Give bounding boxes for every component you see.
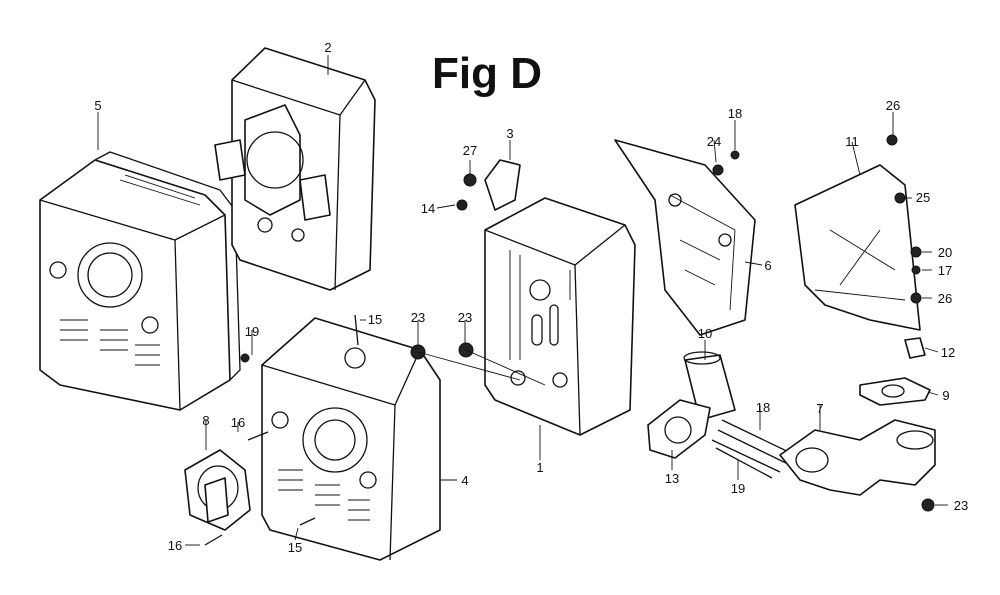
callout-1: 1: [536, 460, 543, 475]
heat-shield-part-6: [614, 139, 756, 336]
callout-17: 17: [938, 263, 952, 278]
callout-8: 8: [202, 413, 209, 428]
callout-18: 18: [756, 400, 770, 415]
callout-6: 6: [764, 258, 771, 273]
gasket-part-9: [859, 377, 931, 406]
fasteners: [204, 314, 474, 546]
callout-19: 19: [731, 481, 745, 496]
bracket-part-3: [456, 159, 521, 211]
callout-15-bottom: 15: [288, 540, 302, 555]
callout-13: 13: [665, 471, 679, 486]
callout-25: 25: [916, 190, 930, 205]
callout-14: 14: [421, 201, 435, 216]
muffler-part-1: [484, 197, 636, 436]
callout-23-middle: 23: [458, 310, 472, 325]
callout-15-top: 15: [368, 312, 382, 327]
gasket-part-13: [647, 399, 711, 459]
exhaust-pipe-part-7: [779, 419, 936, 512]
callout-22: 20: [938, 245, 952, 260]
leader-lines: [97, 55, 948, 546]
spark-arrester-screen-part-10: [683, 351, 736, 421]
callout-21: 19: [245, 324, 259, 339]
callout-23-left: 23: [411, 310, 425, 325]
callout-16-top: 16: [231, 415, 245, 430]
figure-title: Fig D: [432, 49, 542, 98]
callout-26-bottom: 26: [938, 291, 952, 306]
callout-10: 10: [698, 326, 712, 341]
callout-9: 9: [942, 388, 949, 403]
callout-5: 5: [94, 98, 101, 113]
callout-23-right: 23: [954, 498, 968, 513]
callout-12: 12: [941, 345, 955, 360]
callout-2: 2: [324, 40, 331, 55]
callout-24: 24: [707, 134, 721, 149]
callout-4: 4: [461, 473, 468, 488]
callout-3: 3: [506, 126, 513, 141]
callout-labels: 2 5 3 27 14 18 24 6 11 26 25 20 17 26 12…: [94, 40, 968, 555]
muffler-protector-part-4: [261, 317, 441, 561]
callout-16-bottom: 16: [168, 538, 182, 553]
muffler-cap-part-8: [184, 449, 251, 531]
callout-7: 7: [816, 401, 823, 416]
callout-26-top: 26: [886, 98, 900, 113]
muffler-protector-part-5: [39, 151, 241, 411]
callout-11: 11: [845, 134, 859, 149]
studs-parts-18-19: [711, 419, 796, 479]
muffler-protector-back-part-2: [214, 47, 376, 291]
callout-20: 18: [728, 106, 742, 121]
heat-shield-part-11: [794, 134, 926, 359]
callout-27: 27: [463, 143, 477, 158]
